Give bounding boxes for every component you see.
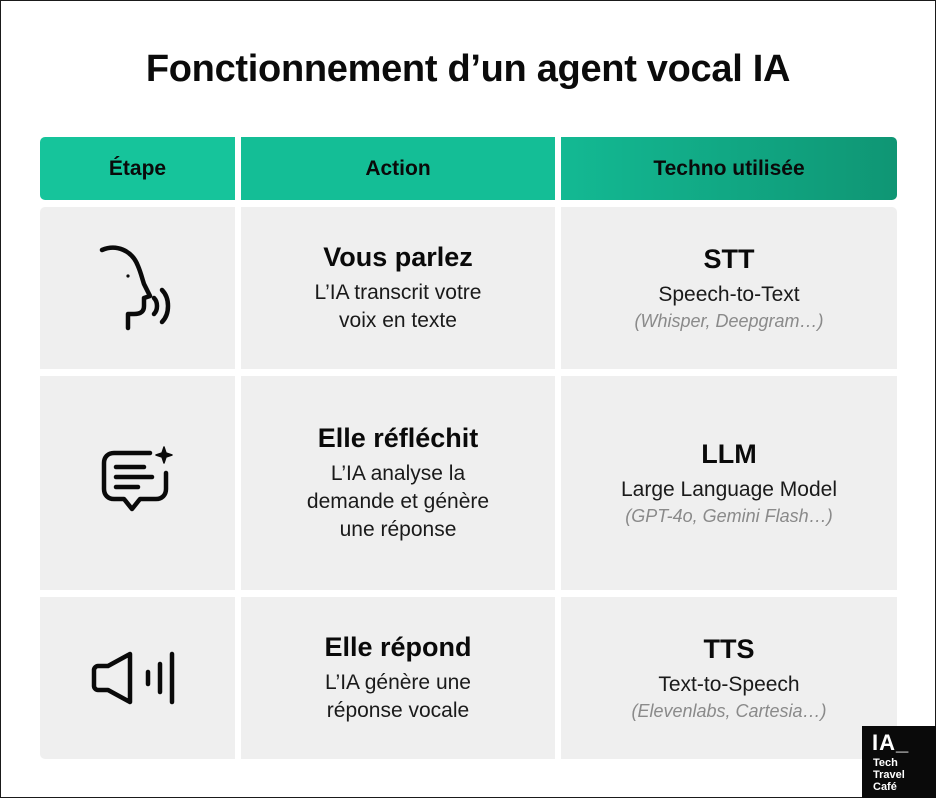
action-cell-3: Elle répond L’IA génère une réponse voca…	[241, 597, 555, 759]
header-step: Étape	[40, 137, 235, 200]
tech-cell-2: LLM Large Language Model (GPT-4o, Gemini…	[561, 376, 897, 590]
tech-full-name: Speech-to-Text	[658, 283, 800, 306]
tech-full-name: Large Language Model	[620, 478, 837, 501]
tech-examples: (Whisper, Deepgram…)	[634, 311, 824, 331]
logo-wordmark: Tech Travel Café	[873, 757, 905, 793]
action-description: L’IA génère une réponse vocale	[325, 670, 471, 722]
action-description: L’IA analyse la demande et génère une ré…	[306, 461, 490, 541]
tech-full-name: Text-to-Speech	[658, 673, 800, 696]
tech-examples: (GPT-4o, Gemini Flash…)	[625, 506, 833, 526]
action-cell-2: Elle réfléchit L’IA analyse la demande e…	[241, 376, 555, 590]
step-cell-3	[40, 597, 235, 759]
speaking-head-icon	[98, 240, 178, 336]
logo-mark: IA_	[872, 730, 910, 755]
step-cell-2	[40, 376, 235, 590]
action-title: Vous parlez	[323, 241, 473, 272]
tech-acronym: STT	[703, 244, 755, 274]
tech-cell-1: STT Speech-to-Text (Whisper, Deepgram…)	[561, 207, 897, 369]
action-description: L’IA transcrit votre voix en texte	[314, 280, 482, 332]
chat-sparkle-icon	[98, 443, 178, 523]
step-cell-1	[40, 207, 235, 369]
tech-examples: (Elevenlabs, Cartesia…)	[631, 701, 827, 721]
action-title: Elle répond	[324, 631, 472, 662]
tech-acronym: TTS	[703, 634, 755, 664]
page-title: Fonctionnement d’un agent vocal IA	[145, 48, 791, 90]
brand-logo: IA_ Tech Travel Café	[862, 726, 936, 798]
header-action: Action	[241, 137, 555, 200]
speaker-volume-icon	[90, 650, 186, 706]
header-tech: Techno utilisée	[561, 137, 897, 200]
action-title: Elle réfléchit	[317, 422, 479, 453]
tech-cell-3: TTS Text-to-Speech (Elevenlabs, Cartesia…	[561, 597, 897, 759]
action-cell-1: Vous parlez L’IA transcrit votre voix en…	[241, 207, 555, 369]
process-table: Étape Action Techno utilisée Vous parlez…	[40, 137, 897, 759]
tech-acronym: LLM	[701, 439, 757, 469]
